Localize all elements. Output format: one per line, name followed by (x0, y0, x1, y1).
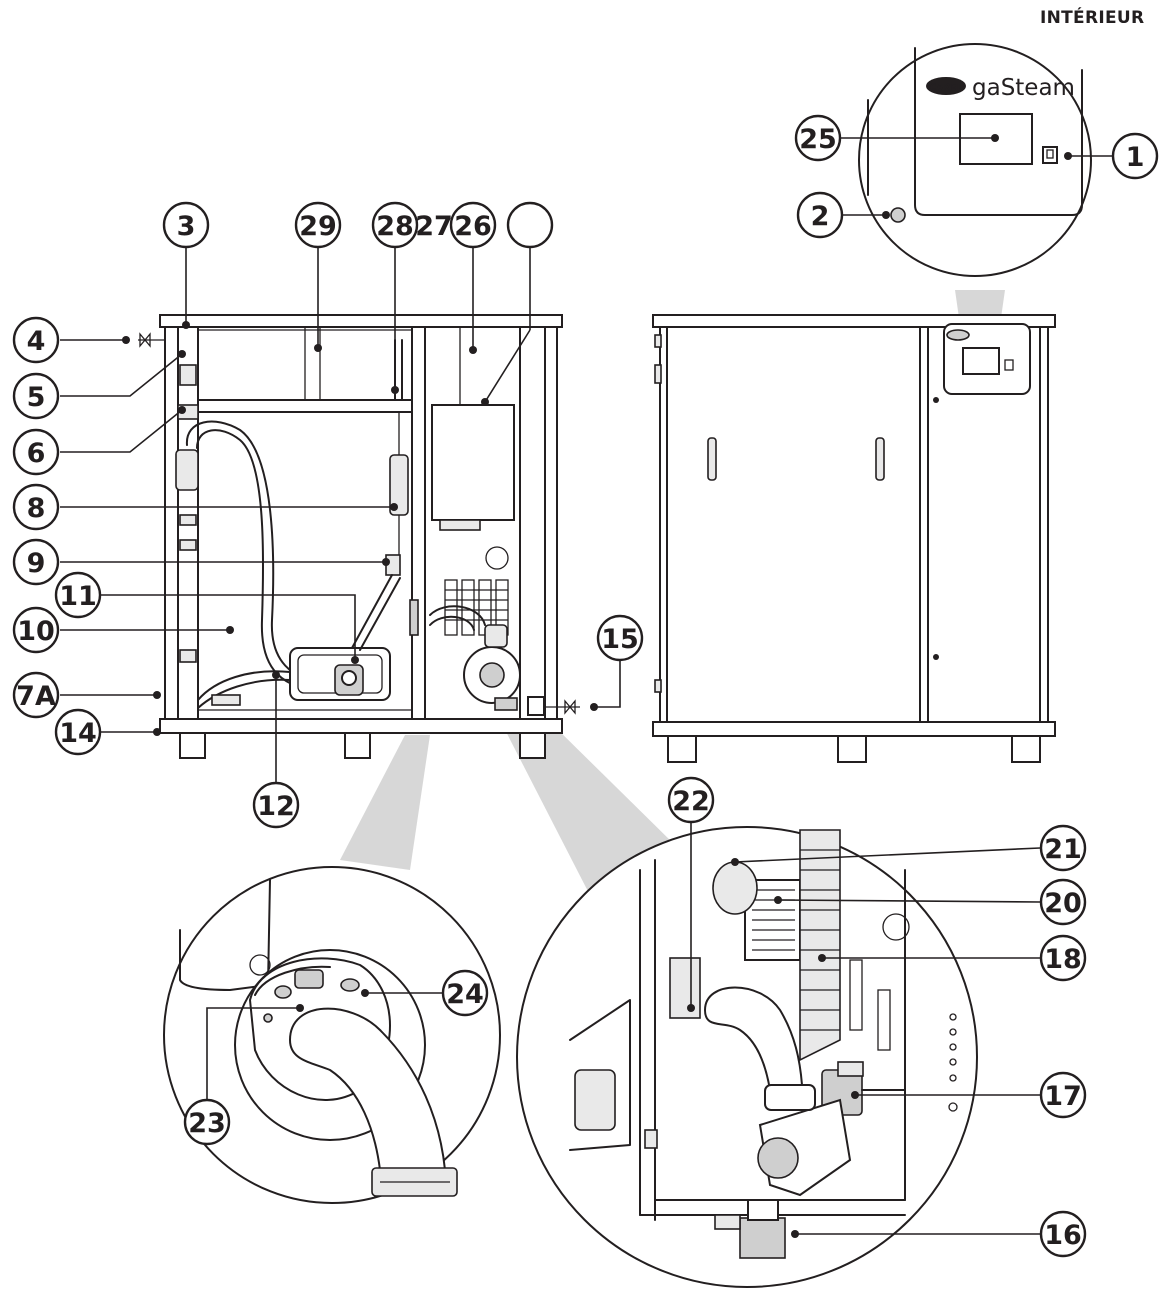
svg-text:20: 20 (1044, 888, 1082, 919)
zoom-circle-gas-train (516, 826, 978, 1288)
callout-8: 8 (12, 483, 60, 531)
callout-16: 16 (1039, 1210, 1087, 1258)
svg-text:5: 5 (27, 382, 46, 413)
callout-6: 6 (12, 428, 60, 476)
callout-7a: 7A (12, 671, 60, 719)
svg-text:28: 28 (376, 211, 414, 242)
callout-15: 15 (596, 614, 644, 662)
page-header: INTÉRIEUR (1040, 8, 1145, 28)
svg-text:18: 18 (1044, 944, 1082, 975)
svg-text:6: 6 (27, 438, 46, 469)
callout-5: 5 (12, 372, 60, 420)
callout-26: 26 (449, 201, 497, 249)
svg-text:7A: 7A (16, 681, 56, 712)
brand-product: gaSteam (972, 75, 1075, 101)
brand-badge: CAREL (930, 83, 963, 93)
zoom-circle-right-outline (516, 826, 978, 1288)
svg-text:3: 3 (177, 211, 196, 242)
svg-text:12: 12 (257, 791, 295, 822)
svg-text:26: 26 (454, 211, 492, 242)
callout-22: 22 (667, 776, 715, 824)
svg-text:4: 4 (27, 326, 46, 357)
svg-text:24: 24 (446, 979, 484, 1010)
svg-text:23: 23 (188, 1108, 226, 1139)
callout-4: 4 (12, 316, 60, 364)
callout-28: 28 (371, 201, 419, 249)
zoom-cone-left (340, 735, 430, 870)
svg-text:29: 29 (299, 211, 337, 242)
callout-29: 29 (294, 201, 342, 249)
svg-text:16: 16 (1044, 1220, 1082, 1251)
callout-20: 20 (1039, 878, 1087, 926)
callout-14: 14 (54, 708, 102, 756)
leader-lines (60, 134, 1112, 1238)
callout-11: 11 (54, 571, 102, 619)
svg-text:11: 11 (59, 581, 97, 612)
zoom-circle-control-panel: CAREL gaSteam (858, 43, 1092, 277)
callout-12: 12 (252, 781, 300, 829)
svg-text:22: 22 (672, 786, 710, 817)
svg-text:14: 14 (59, 718, 97, 749)
svg-text:25: 25 (799, 124, 837, 155)
callout-27: 27 (415, 211, 453, 242)
right-unit-closed (652, 314, 1056, 763)
callout-9: 9 (12, 538, 60, 586)
callout-23: 23 (183, 1098, 231, 1146)
svg-text:1: 1 (1126, 142, 1145, 173)
callout-24: 24 (441, 969, 489, 1017)
callout-2: 2 (796, 191, 844, 239)
callout-18: 18 (1039, 934, 1087, 982)
callout-1: 1 (1111, 132, 1159, 180)
callout-25: 25 (794, 114, 842, 162)
svg-text:10: 10 (17, 616, 55, 647)
callout-17: 17 (1039, 1071, 1087, 1119)
svg-text:2: 2 (811, 201, 830, 232)
svg-text:9: 9 (27, 548, 46, 579)
svg-text:21: 21 (1044, 834, 1082, 865)
callout-21: 21 (1039, 824, 1087, 872)
zoom-circle-burner (163, 866, 501, 1204)
brand-logo: CAREL gaSteam (926, 75, 1075, 101)
callout-3: 3 (162, 201, 210, 249)
svg-text:8: 8 (27, 493, 46, 524)
left-unit-interior (138, 314, 580, 759)
svg-text:27: 27 (415, 211, 453, 242)
svg-text:15: 15 (601, 624, 639, 655)
callout-blank (506, 201, 554, 249)
callout-10: 10 (12, 606, 60, 654)
svg-text:17: 17 (1044, 1081, 1082, 1112)
